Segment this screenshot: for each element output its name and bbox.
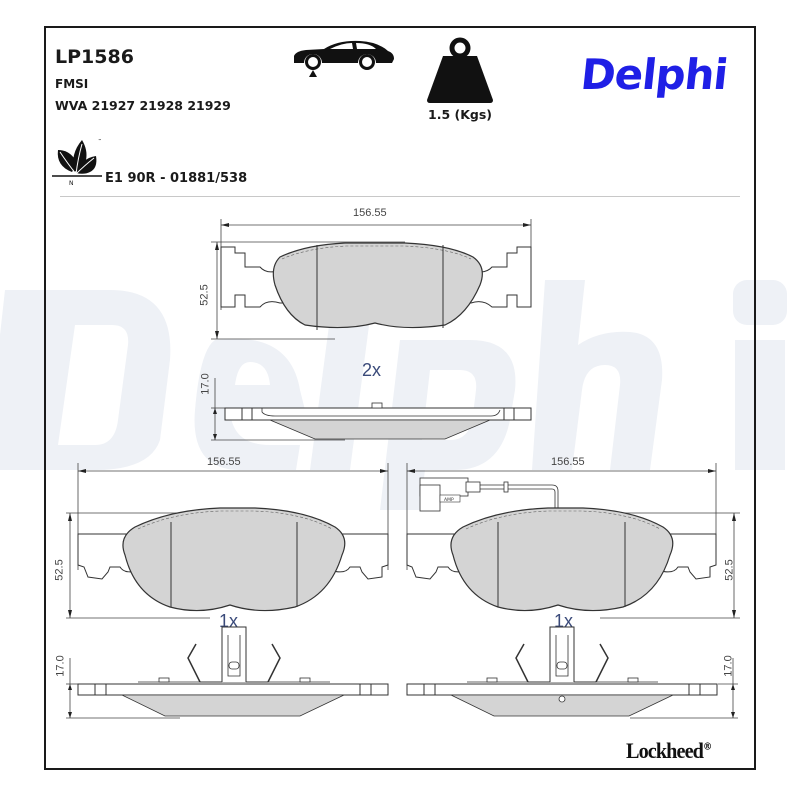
top-pad-width-label: 156.55 — [353, 207, 387, 219]
eco-tm: ™ — [98, 138, 102, 143]
sensor-amp-label: AMP — [444, 497, 454, 503]
eco-leaf-icon: N ™ — [52, 138, 102, 187]
top-pad-height-label: 52.5 — [198, 284, 211, 306]
top-pad-thickness-label: 17.0 — [199, 373, 212, 395]
fmsi-label: FMSI — [55, 77, 89, 91]
top-pad-side-view — [211, 378, 532, 441]
part-number: LP1586 — [55, 46, 134, 68]
bottom-right-pad-width-label: 156.55 — [551, 456, 585, 468]
wva-numbers: WVA 21927 21928 21929 — [55, 98, 231, 113]
bottom-left-pad-front-view — [66, 463, 389, 619]
bottom-left-pad-quantity: 1x — [219, 611, 239, 631]
bottom-left-pad-height-label: 52.5 — [53, 559, 66, 581]
eco-mark-n: N — [69, 180, 74, 187]
bottom-left-pad-thickness-label: 17.0 — [54, 655, 67, 677]
bottom-right-pad-height-label: 52.5 — [723, 559, 736, 581]
delphi-logo: Delphi — [578, 50, 730, 99]
top-pad-front-view — [211, 219, 532, 340]
bottom-right-pad-front-view: AMP — [406, 463, 740, 619]
lockheed-text: Lockheed — [626, 738, 704, 763]
bottom-left-pad-side-view — [66, 626, 389, 719]
bottom-right-pad-thickness-label: 17.0 — [722, 655, 735, 677]
bottom-left-pad-width-label: 156.55 — [207, 456, 241, 468]
delphi-watermark — [0, 280, 787, 510]
weight-icon — [427, 37, 493, 103]
bottom-right-pad-side-view — [406, 626, 738, 719]
weight-label: 1.5 (Kgs) — [428, 107, 492, 122]
registered-mark: ® — [702, 741, 713, 753]
bottom-right-pad-quantity: 1x — [554, 611, 574, 631]
car-front-axle-icon — [294, 40, 394, 77]
lockheed-logo: Lockheed® — [626, 738, 712, 764]
drawing-frame — [44, 26, 756, 770]
header-separator — [60, 196, 740, 197]
top-pad-quantity: 2x — [362, 360, 382, 380]
ece-approval: E1 90R - 01881/538 — [105, 171, 248, 186]
